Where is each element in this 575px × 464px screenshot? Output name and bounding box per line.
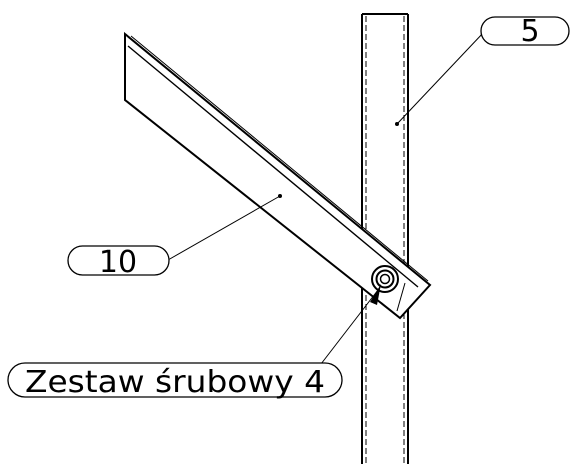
angle-bar-outline: [124, 31, 432, 320]
leader-dot-10: [278, 194, 282, 198]
balloon-bolt-set: [7, 362, 343, 398]
leader-line-bolt: [320, 289, 379, 365]
leader-line-5: [396, 31, 485, 125]
angle-flange-line-1: [130, 35, 429, 282]
balloon-10-label: 10: [99, 245, 137, 280]
bolt-head: [375, 269, 395, 289]
leader-arrow-bolt: [370, 284, 381, 305]
callout-10: 10: [67, 194, 282, 280]
balloon-5: [480, 16, 570, 46]
leader-line-10: [167, 195, 281, 261]
diagonal-angle-part-10: [124, 31, 432, 320]
balloon-bolt-set-label: Zestaw śrubowy 4: [25, 365, 325, 400]
callout-5: 5: [395, 14, 570, 126]
balloon-10: [67, 245, 170, 276]
balloon-5-label: 5: [520, 14, 539, 49]
angle-end-inner-line: [396, 282, 406, 312]
leader-dot-5: [395, 122, 399, 126]
callout-bolt-set: Zestaw śrubowy 4: [7, 284, 381, 400]
angle-flange-line-2: [127, 45, 419, 288]
bolt-shank: [379, 273, 391, 285]
bolt-assembly: [371, 265, 399, 293]
